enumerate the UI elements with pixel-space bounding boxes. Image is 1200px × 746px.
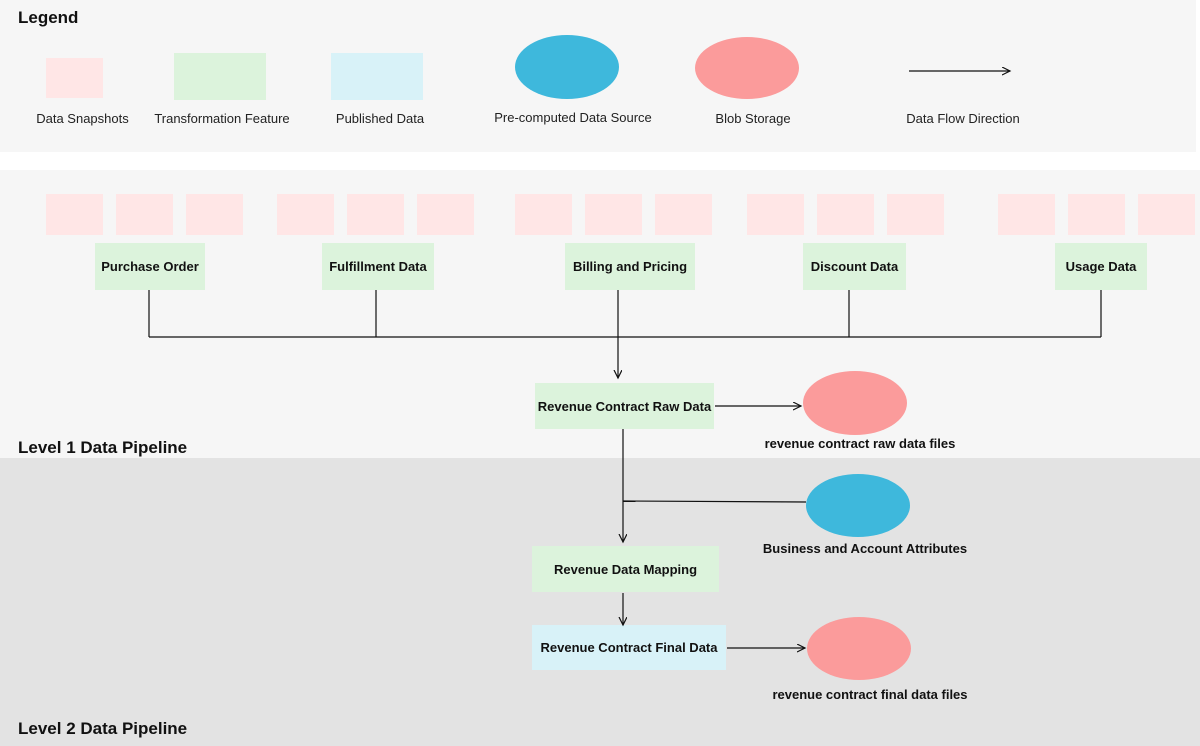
legend-label-blob: Blob Storage: [715, 111, 791, 126]
legend-label-precomputed: Pre-computed Data Source: [494, 110, 652, 125]
level2-title: Level 2 Data Pipeline: [18, 719, 188, 738]
attributes-precomputed-icon: [806, 474, 910, 537]
legend-label-flow: Data Flow Direction: [906, 111, 1020, 126]
data-snapshot: [46, 194, 103, 235]
data-snapshot: [747, 194, 804, 235]
published-swatch: [331, 53, 423, 100]
final-blob-storage-icon: [807, 617, 911, 680]
data-snapshot: [116, 194, 173, 235]
legend-label-transformation: Transformation Feature: [154, 111, 290, 126]
revenue-contract-raw-node: Revenue Contract Raw Data: [535, 383, 714, 429]
billing-pricing-node: Billing and Pricing: [565, 243, 695, 290]
blob-storage-icon: [695, 37, 799, 99]
data-snapshot: [887, 194, 944, 235]
data-snapshot: [817, 194, 874, 235]
data-snapshot-swatch: [46, 58, 103, 98]
transformation-swatch: [174, 53, 266, 100]
legend-label-snapshots: Data Snapshots: [36, 111, 129, 126]
level1-title: Level 1 Data Pipeline: [18, 438, 188, 457]
raw-blob-storage-icon: [803, 371, 907, 435]
revenue-data-mapping-node: Revenue Data Mapping: [532, 546, 719, 592]
fulfillment-data-node: Fulfillment Data: [322, 243, 434, 290]
level2-panel: [0, 458, 1200, 746]
legend-title: Legend: [18, 8, 79, 27]
data-snapshot: [277, 194, 334, 235]
data-snapshot: [585, 194, 642, 235]
final-blob-caption: revenue contract final data files: [772, 687, 968, 702]
data-snapshot: [1068, 194, 1125, 235]
data-snapshot: [347, 194, 404, 235]
legend-label-published: Published Data: [335, 111, 425, 126]
data-snapshot: [998, 194, 1055, 235]
data-snapshot: [655, 194, 712, 235]
data-snapshot: [1138, 194, 1195, 235]
revenue-contract-final-node: Revenue Contract Final Data: [532, 625, 726, 670]
usage-data-node: Usage Data: [1055, 243, 1147, 290]
precomputed-source-icon: [515, 35, 619, 99]
data-snapshot: [186, 194, 243, 235]
discount-data-node: Discount Data: [803, 243, 906, 290]
attributes-caption: Business and Account Attributes: [762, 541, 968, 556]
data-snapshot: [417, 194, 474, 235]
raw-blob-caption: revenue contract raw data files: [764, 436, 956, 451]
purchase-order-node: Purchase Order: [95, 243, 205, 290]
data-snapshot: [515, 194, 572, 235]
